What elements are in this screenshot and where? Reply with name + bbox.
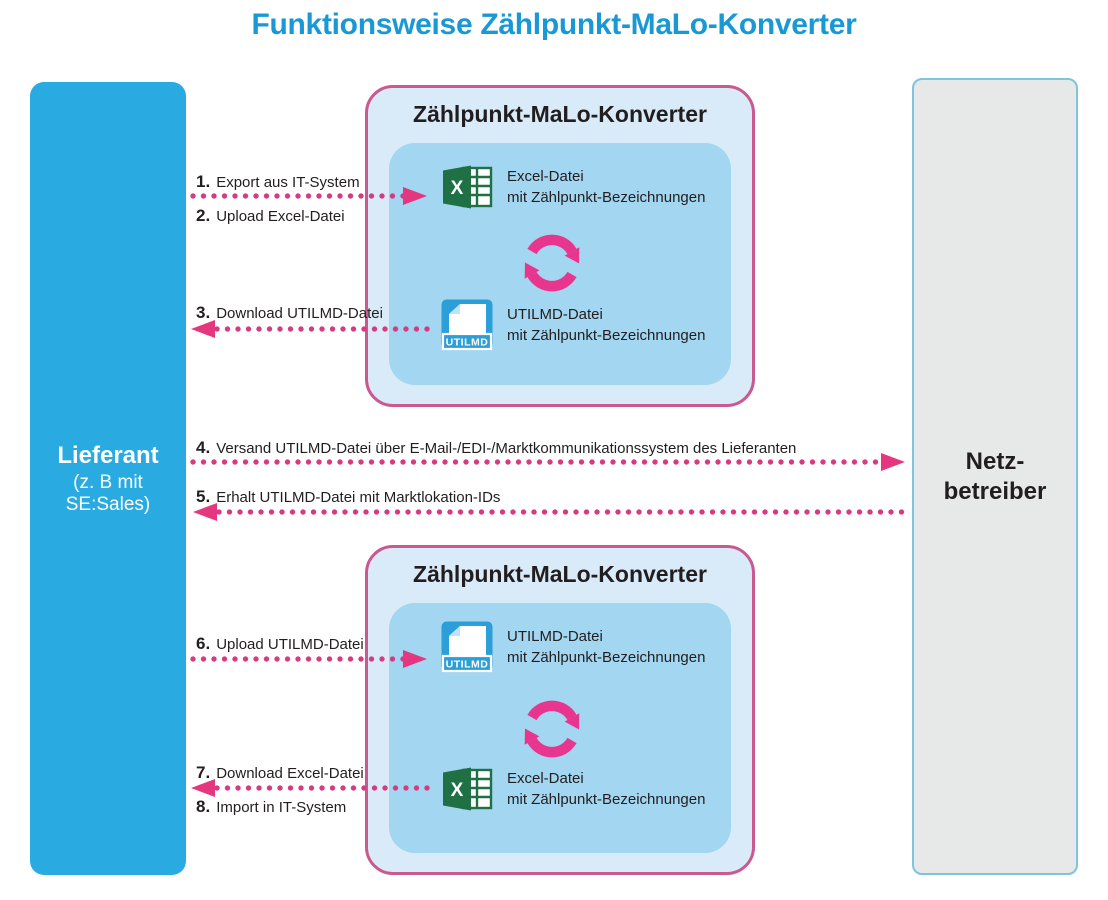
excel-file-icon: X (443, 767, 493, 811)
step-label-5: 5.Erhalt UTILMD-Datei mit Marktlokation-… (196, 487, 501, 506)
svg-text:UTILMD: UTILMD (446, 337, 489, 349)
file-label: UTILMD-Datei mit Zählpunkt-Bezeichnungen (507, 626, 705, 668)
converter-box-top: Zählpunkt-MaLo-Konverter X Excel-Datei m… (365, 85, 755, 407)
excel-file-row: X Excel-Datei mit Zählpunkt-Bezeichnunge… (442, 164, 705, 210)
file-label-line1: UTILMD-Datei (507, 628, 603, 645)
lieferant-name: Lieferant (57, 441, 159, 469)
arrow-step-5 (193, 503, 908, 521)
dotted-line (190, 656, 404, 662)
svg-text:X: X (451, 780, 464, 801)
svg-text:UTILMD: UTILMD (446, 659, 489, 671)
netzbetreiber-name-line1: Netz- (965, 447, 1025, 475)
excel-file-row: X Excel-Datei mit Zählpunkt-Bezeichnunge… (442, 766, 705, 812)
file-label-line2: mit Zählpunkt-Bezeichnungen (507, 327, 706, 344)
sync-arrows-icon (524, 700, 580, 758)
arrow-step-6 (190, 650, 427, 668)
file-label: UTILMD-Datei mit Zählpunkt-Bezeichnungen (507, 304, 705, 346)
file-label-line2: mit Zählpunkt-Bezeichnungen (507, 189, 706, 206)
file-label-line1: Excel-Datei (507, 770, 584, 787)
step-label-7: 7.Download Excel-Datei (196, 763, 364, 782)
step-label-3: 3.Download UTILMD-Datei (196, 303, 383, 322)
step-label-6: 6.Upload UTILMD-Datei (196, 634, 364, 653)
file-label-line1: UTILMD-Datei (507, 306, 603, 323)
sync-arrows-icon (524, 234, 580, 292)
netzbetreiber-box: Netz- betreiber (912, 78, 1078, 875)
netzbetreiber-name-line2: betreiber (943, 477, 1047, 505)
file-label-line2: mit Zählpunkt-Bezeichnungen (507, 791, 706, 808)
utilmd-file-icon: UTILMD (441, 299, 493, 351)
netzbetreiber-name: Netz- betreiber (944, 447, 1047, 507)
utilmd-file-row: UTILMD UTILMD-Datei mit Zählpunkt-Bezeic… (440, 620, 705, 674)
step-label-2: 2.Upload Excel-Datei (196, 206, 345, 225)
lieferant-subtitle: (z. B mit SE:Sales) (65, 471, 151, 515)
lieferant-box: Lieferant (z. B mit SE:Sales) (30, 82, 186, 875)
utilmd-file-row: UTILMD UTILMD-Datei mit Zählpunkt-Bezeic… (440, 298, 705, 352)
dotted-line (214, 326, 432, 332)
arrowhead-right-icon (403, 650, 427, 668)
file-label-line1: Excel-Datei (507, 168, 584, 185)
file-label: Excel-Datei mit Zählpunkt-Bezeichnungen (507, 768, 705, 810)
dotted-line (190, 193, 404, 199)
dotted-line (214, 785, 432, 791)
arrow-step-1-2 (190, 187, 427, 205)
diagram-title: Funktionsweise Zählpunkt-MaLo-Konverter (251, 8, 857, 41)
step-label-4: 4.Versand UTILMD-Datei über E-Mail-/EDI-… (196, 438, 797, 457)
step-label-1: 1.Export aus IT-System (196, 172, 360, 191)
dotted-line (216, 509, 908, 515)
arrow-step-7-8 (191, 779, 432, 797)
file-label: Excel-Datei mit Zählpunkt-Bezeichnungen (507, 166, 705, 208)
converter-title: Zählpunkt-MaLo-Konverter (413, 101, 707, 127)
arrowhead-right-icon (403, 187, 427, 205)
arrowhead-left-icon (191, 779, 215, 797)
arrow-step-4 (190, 453, 905, 471)
excel-file-icon: X (443, 165, 493, 209)
converter-box-bottom: Zählpunkt-MaLo-Konverter UTILMD UTILMD-D… (365, 545, 755, 875)
svg-text:X: X (451, 178, 464, 199)
arrowhead-right-icon (881, 453, 905, 471)
step-label-8: 8.Import in IT-System (196, 797, 347, 816)
arrowhead-left-icon (193, 503, 217, 521)
arrowhead-left-icon (191, 320, 215, 338)
dotted-line (190, 459, 882, 465)
converter-title: Zählpunkt-MaLo-Konverter (413, 561, 707, 587)
utilmd-file-icon: UTILMD (441, 621, 493, 673)
arrow-step-3 (191, 320, 432, 338)
file-label-line2: mit Zählpunkt-Bezeichnungen (507, 649, 706, 666)
